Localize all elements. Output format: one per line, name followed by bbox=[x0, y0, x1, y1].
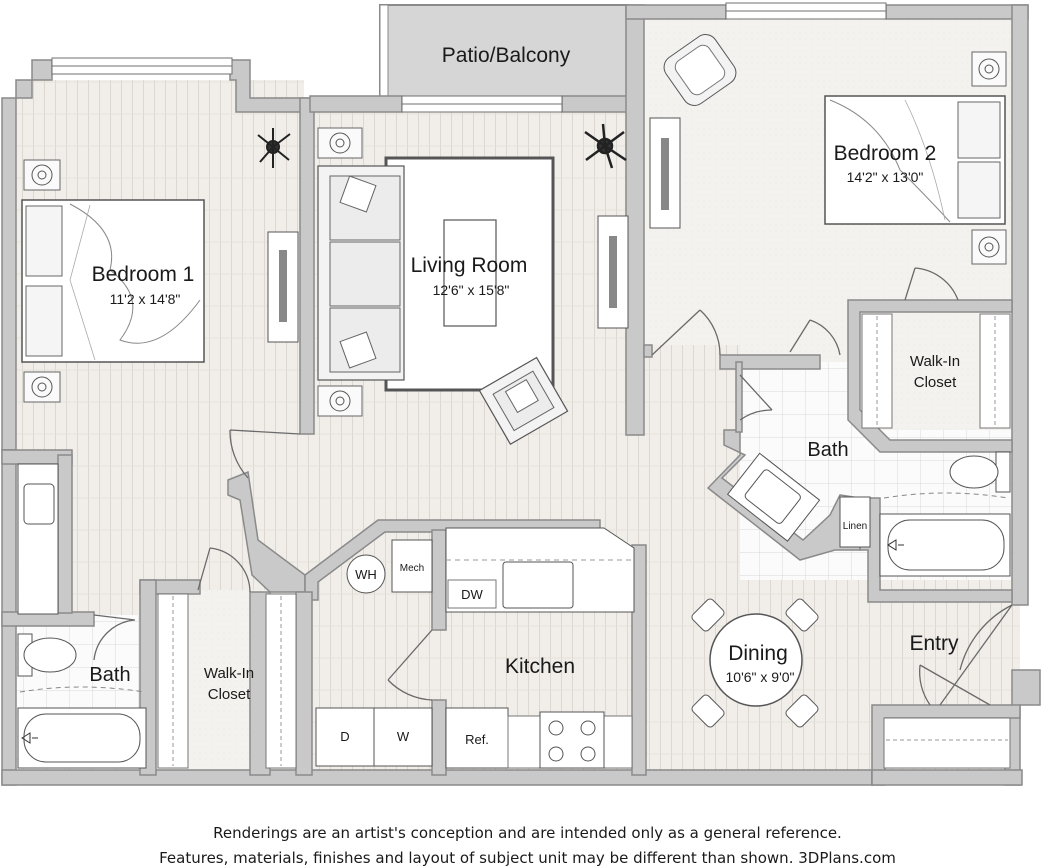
bedroom1-label: Bedroom 1 bbox=[92, 263, 195, 286]
sink bbox=[502, 561, 574, 609]
linen-closet bbox=[839, 496, 871, 548]
refrigerator: Ref. bbox=[445, 707, 509, 769]
tv-stand-living bbox=[597, 215, 629, 329]
living-dims: 12'6" x 15'8" bbox=[433, 282, 510, 298]
dryer: D bbox=[315, 707, 375, 767]
nightstand-top-bed2 bbox=[971, 51, 1007, 87]
svg-text:Mech: Mech bbox=[400, 563, 424, 574]
living-furniture: Living Room 12'6" x 15'8" bbox=[317, 123, 629, 446]
tub-bath1 bbox=[17, 686, 147, 769]
kitchen-label: Kitchen bbox=[505, 655, 575, 678]
nightstand-bottom-bed1 bbox=[23, 371, 61, 403]
door-bed1 bbox=[229, 429, 301, 479]
mech-closet: Mech bbox=[391, 539, 433, 593]
chair-bed2 bbox=[663, 34, 737, 106]
tub-bath2 bbox=[879, 492, 1011, 577]
tv-stand-bed1 bbox=[267, 231, 299, 343]
closet1-label-1: Walk-In bbox=[204, 665, 254, 682]
closet1-label-2: Closet bbox=[208, 686, 251, 703]
end-table-bottom bbox=[317, 385, 363, 417]
entry: Entry bbox=[883, 632, 1011, 769]
closet2-label-1: Walk-In bbox=[910, 353, 960, 370]
bath2-label: Bath bbox=[807, 439, 848, 461]
dining-table bbox=[709, 613, 803, 707]
bedroom1-furniture: Bedroom 1 11'2 x 14'8" bbox=[21, 128, 299, 403]
door-kitchen bbox=[387, 629, 433, 701]
dining-label: Dining bbox=[728, 642, 788, 665]
dining-chairs bbox=[691, 598, 819, 728]
windows bbox=[51, 2, 887, 113]
closet2-label-2: Closet bbox=[914, 374, 957, 391]
armchair bbox=[478, 356, 569, 446]
svg-text:W: W bbox=[397, 729, 410, 744]
dining-dims: 10'6" x 9'0" bbox=[726, 669, 795, 685]
bedroom2-label: Bedroom 2 bbox=[834, 142, 937, 165]
plant-bed1 bbox=[257, 128, 291, 168]
vanity-bath2 bbox=[726, 452, 821, 542]
nightstand-top-bed1 bbox=[23, 159, 61, 191]
sofa bbox=[317, 165, 405, 381]
rug bbox=[384, 156, 555, 392]
dining: Dining 10'6" x 9'0" bbox=[691, 598, 819, 728]
bedroom1-dims: 11'2 x 14'8" bbox=[110, 291, 181, 307]
patio: Patio/Balcony bbox=[379, 4, 629, 98]
patio-label: Patio/Balcony bbox=[442, 44, 571, 67]
disclaimer-line-2: Features, materials, finishes and layout… bbox=[159, 849, 896, 867]
door-entry bbox=[939, 604, 1013, 706]
door-bath1 bbox=[93, 614, 136, 661]
kitchen: DW WH Mech D W Ref. Kitchen bbox=[315, 527, 635, 769]
door-closet2 bbox=[904, 267, 959, 301]
dishwasher bbox=[447, 579, 497, 609]
end-table-top bbox=[317, 127, 363, 159]
nightstand-bottom-bed2 bbox=[971, 229, 1007, 265]
bath2: Linen Bath bbox=[726, 439, 1011, 577]
door-bath2 bbox=[739, 374, 773, 421]
door-bed2b bbox=[789, 319, 841, 356]
bath1: Bath bbox=[17, 463, 147, 769]
svg-text:WH: WH bbox=[355, 567, 377, 582]
door-bed2 bbox=[651, 309, 721, 356]
entry-label: Entry bbox=[909, 632, 959, 655]
bath1-label: Bath bbox=[89, 664, 130, 686]
bedroom2-furniture: Bedroom 2 14'2" x 13'0" bbox=[649, 34, 1007, 265]
dw-label: DW bbox=[461, 587, 483, 602]
toilet-bath1 bbox=[17, 633, 77, 677]
door-closet1 bbox=[197, 547, 251, 593]
door-entry-inner bbox=[919, 664, 991, 706]
tv-stand-bed2 bbox=[649, 117, 681, 229]
bedroom2-dims: 14'2" x 13'0" bbox=[847, 169, 924, 185]
linen-label: Linen bbox=[843, 521, 867, 532]
svg-text:Ref.: Ref. bbox=[465, 732, 489, 747]
closet1: Walk-In Closet bbox=[157, 593, 297, 769]
living-label: Living Room bbox=[411, 254, 528, 277]
svg-text:D: D bbox=[340, 729, 349, 744]
plant-living bbox=[584, 123, 627, 169]
closet2: Walk-In Closet bbox=[861, 313, 1011, 429]
range bbox=[539, 711, 605, 769]
water-heater: WH bbox=[346, 554, 386, 594]
disclaimer-line-1: Renderings are an artist's conception an… bbox=[213, 824, 842, 842]
vanity-bath1 bbox=[17, 463, 59, 615]
doors bbox=[93, 267, 1013, 706]
toilet-bath2 bbox=[949, 451, 1011, 493]
coffee-table bbox=[443, 219, 497, 327]
washer: W bbox=[373, 707, 433, 767]
